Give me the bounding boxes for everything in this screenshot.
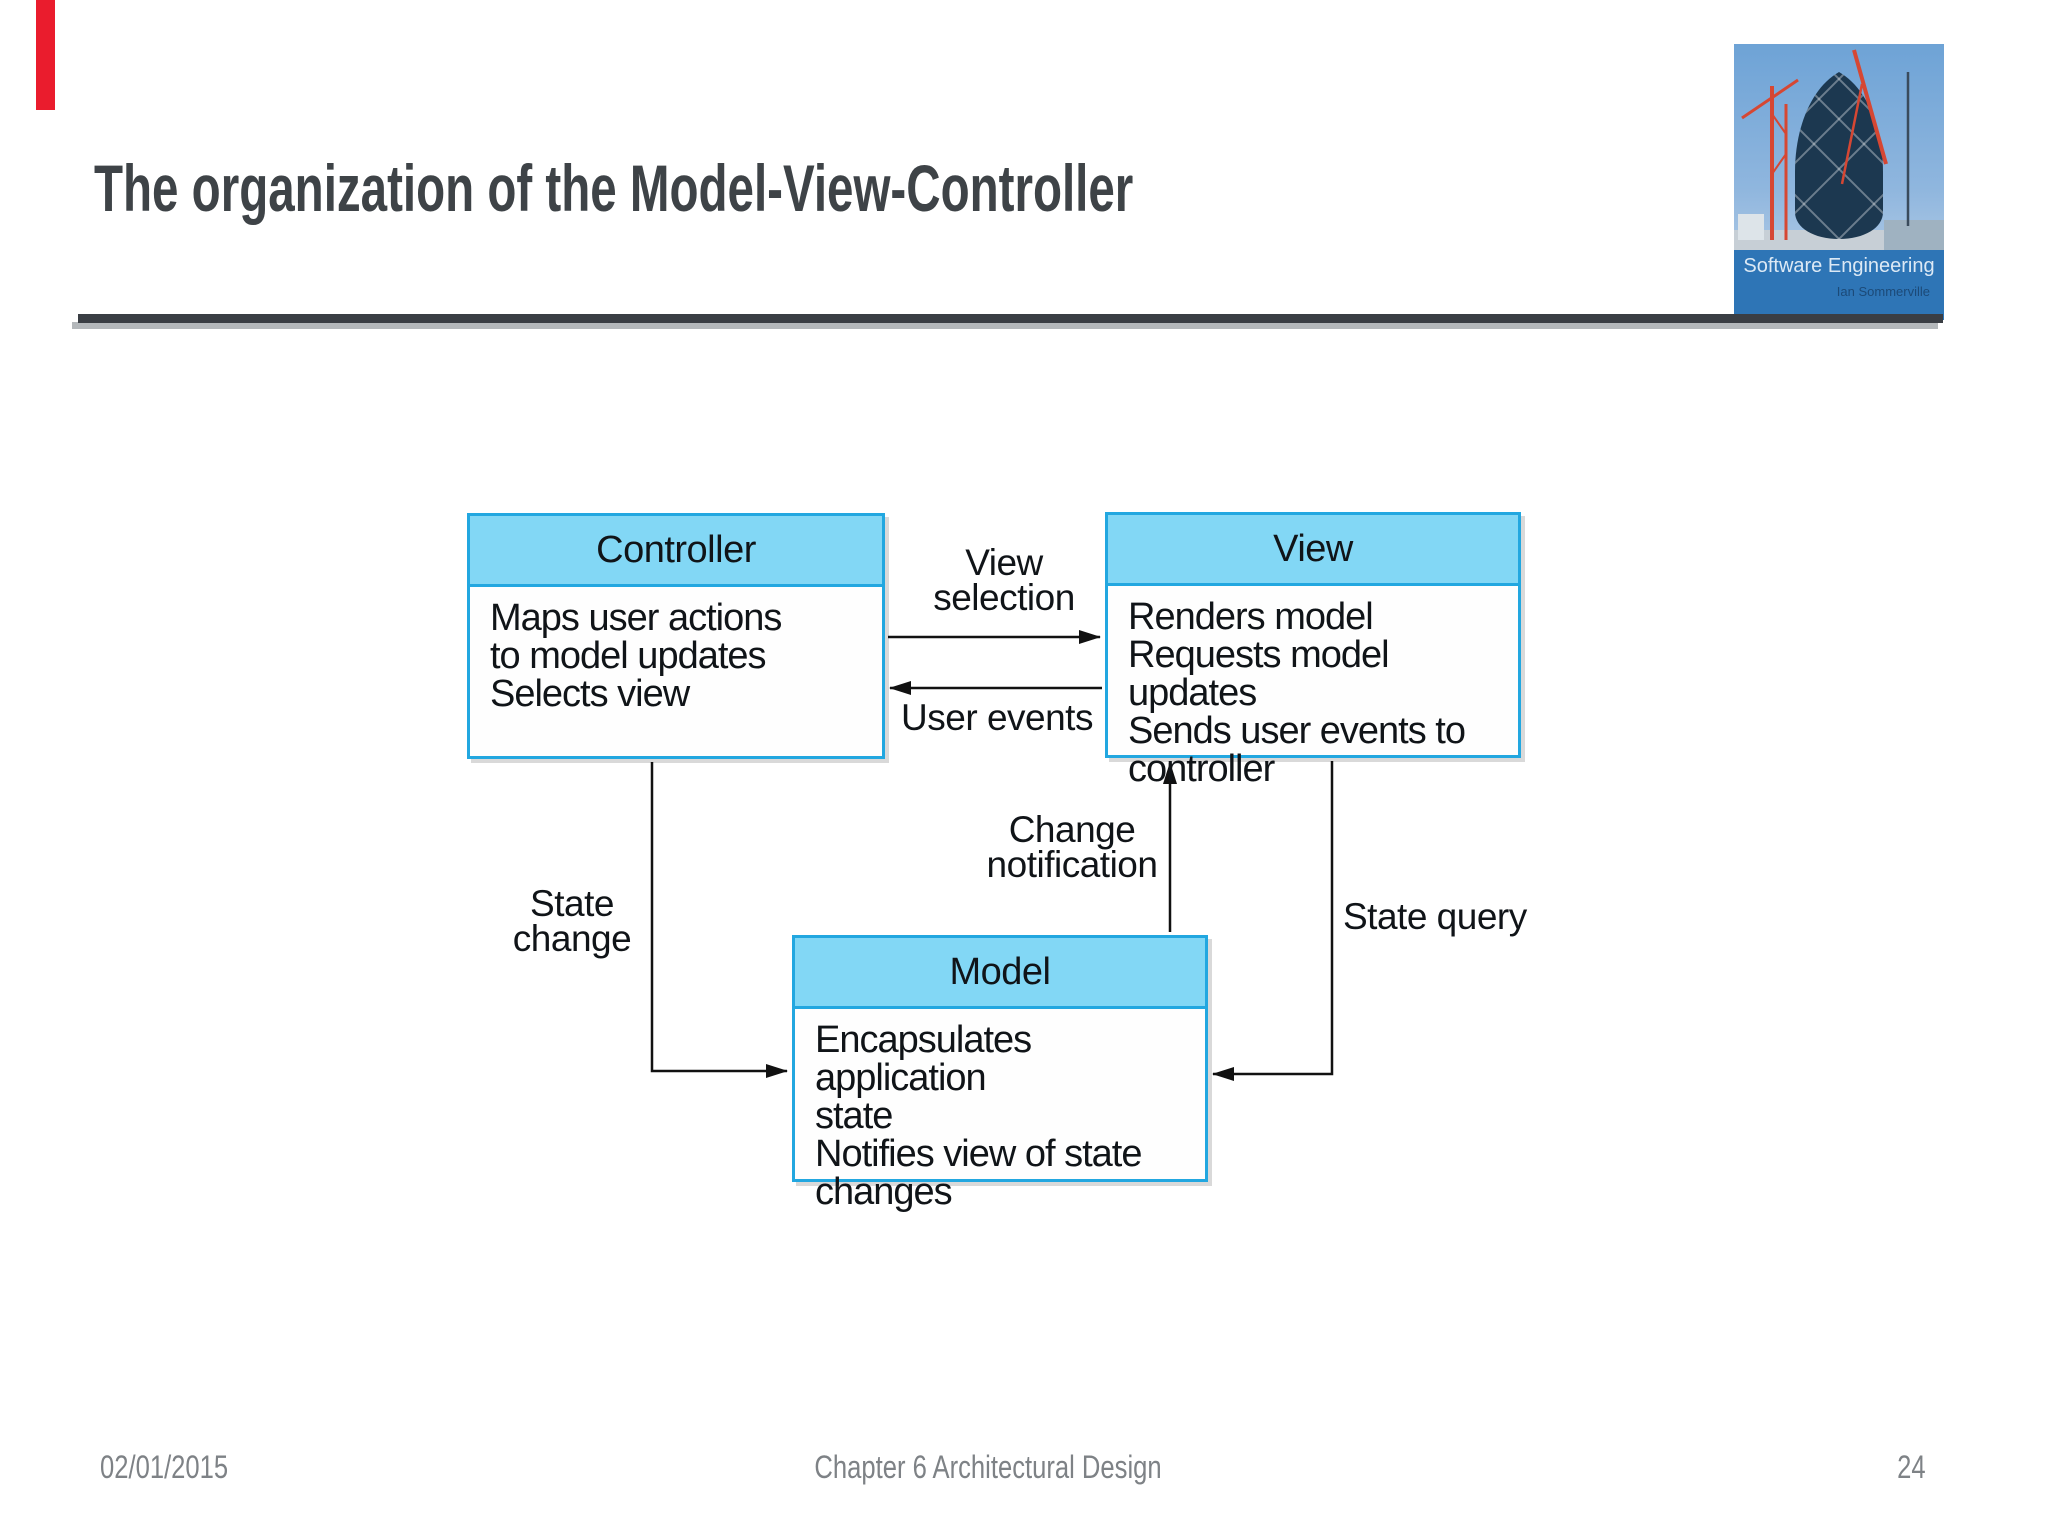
book-cover-band: Software Engineering Ian Sommerville	[1734, 250, 1944, 320]
model-box: Model Encapsulates application state Not…	[792, 935, 1208, 1211]
state-query-label: State query	[1343, 896, 1527, 937]
book-cover-author: Ian Sommerville	[1836, 284, 1930, 299]
book-cover-title: Software Engineering	[1743, 255, 1935, 277]
view-box-title: View	[1108, 515, 1518, 586]
controller-box-title: Controller	[470, 516, 882, 587]
state-change-label: State change	[512, 883, 632, 959]
view-selection-label: View selection	[933, 542, 1075, 618]
change-notification-label: Change notification	[986, 809, 1158, 885]
footer-page-number: 24	[1897, 1449, 1926, 1485]
title-divider-shadow	[72, 322, 1938, 329]
controller-box: Controller Maps user actions to model up…	[467, 513, 885, 759]
software-engineering-book-cover: Software Engineering Ian Sommerville	[1734, 44, 1944, 320]
controller-box-description: Maps user actions to model updates Selec…	[490, 597, 782, 715]
footer-chapter: Chapter 6 Architectural Design	[814, 1449, 1162, 1485]
book-cover-photo	[1734, 44, 1944, 250]
model-box-title: Model	[795, 938, 1205, 1009]
red-marker-bar	[36, 0, 55, 110]
user-events-label: User events	[901, 697, 1093, 738]
model-box-description: Encapsulates application state Notifies …	[815, 1019, 1142, 1213]
state-query-arrow	[1212, 761, 1334, 1081]
state-change-arrow	[650, 762, 788, 1078]
construction-cranes	[1741, 49, 1888, 240]
view-box-description: Renders model Requests model updates Sen…	[1128, 596, 1466, 790]
footer-date: 02/01/2015	[100, 1449, 229, 1485]
view-box: View Renders model Requests model update…	[1105, 512, 1521, 788]
slide-title: The organization of the Model-View-Contr…	[94, 151, 1134, 225]
title-divider	[78, 314, 1943, 323]
